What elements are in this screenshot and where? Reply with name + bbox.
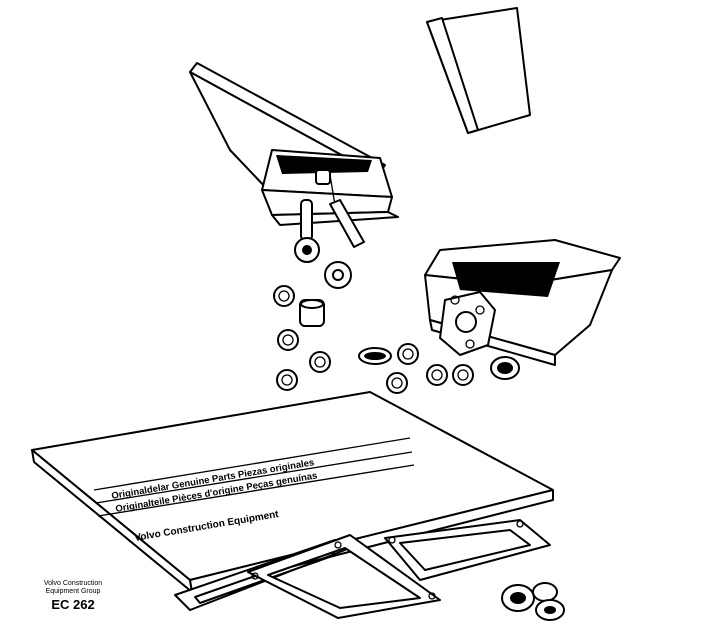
bearings	[501, 582, 565, 621]
model-code: EC 262	[51, 597, 95, 612]
gaskets	[174, 519, 551, 619]
closed-box	[426, 7, 531, 134]
catalogue-book: Originaldelar Genuine Parts Piezas origi…	[31, 391, 554, 593]
company-name-line2: Equipment Group	[45, 588, 101, 595]
caption-block: Volvo Construction Equipment Group EC 26…	[28, 580, 118, 613]
loose-parts-left	[294, 169, 365, 327]
open-box-left	[189, 62, 399, 226]
o-rings	[273, 285, 520, 394]
company-name-line1: Volvo Construction	[43, 580, 103, 587]
open-box-right	[424, 239, 621, 366]
